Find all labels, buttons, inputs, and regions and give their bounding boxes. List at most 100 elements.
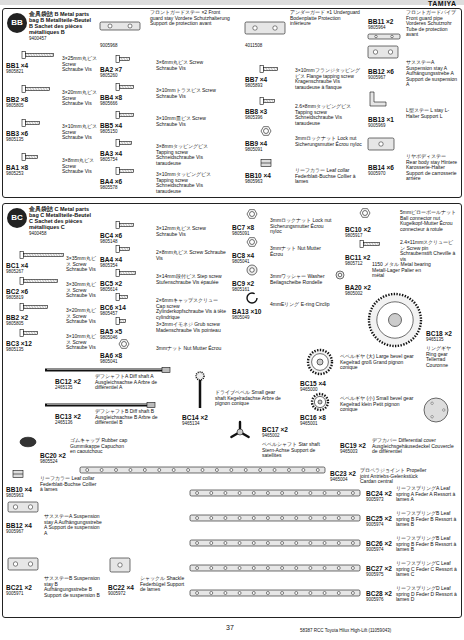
plate-hole — [309, 542, 312, 545]
page-number: 37 — [226, 624, 234, 631]
screw-drawing — [116, 270, 136, 277]
part-drawings — [8, 22, 448, 596]
part-code: BC26 ×2 — [366, 540, 392, 547]
plate-hole — [295, 542, 298, 545]
plate-hole — [351, 517, 354, 520]
nut-drawing — [247, 238, 257, 247]
plate-hole — [252, 592, 255, 595]
plate-hole — [351, 492, 354, 495]
screw-drawing — [22, 52, 54, 59]
part-number: 9005972 — [108, 592, 126, 597]
part-name: ゴムキャップ Rubber cap Gummikappe Capuchon en… — [70, 438, 130, 455]
part-name: 3×12mm丸ビス Screw Schraube Vis — [156, 226, 226, 237]
plate-hole — [210, 567, 213, 570]
l-stay-drawing — [370, 92, 386, 106]
plate-hole — [295, 567, 298, 570]
part-name: ベベルギヤ (大) Large bevel gear Kegelrad groß… — [340, 354, 418, 371]
part-number: 9805041 — [232, 260, 250, 265]
plate-hole — [309, 567, 312, 570]
part-number: 9805712 — [345, 262, 363, 267]
part-number: 9465000 — [300, 388, 318, 393]
part-name: 3×30mm丸ビス Screw Schraube Vis — [66, 282, 98, 299]
screw-drawing — [22, 120, 40, 127]
bag-code: BC — [7, 208, 27, 228]
part-name: 4mmEリング E-ring Circlip — [270, 302, 332, 308]
plate-hole — [129, 469, 132, 472]
part-code: BC4 ×6 — [100, 232, 122, 239]
plate-hole — [172, 469, 175, 472]
metal-plate-drawing — [368, 138, 394, 150]
part-code: BB5 ×4 — [100, 122, 122, 129]
plate-hole — [118, 563, 122, 567]
part-code: BB12 ×4 — [6, 522, 32, 529]
plate-hole — [187, 469, 190, 472]
plate-hole — [281, 517, 284, 520]
part-name: シャックル Shackle Federbügel Support de lame… — [140, 576, 185, 593]
part-number: 9005973 — [366, 498, 384, 503]
plate-hole — [252, 542, 255, 545]
part-number: 9805161 — [232, 288, 250, 293]
metal-plate-drawing — [368, 34, 400, 39]
plate-hole — [281, 492, 284, 495]
plate-hole — [28, 562, 32, 566]
metal-plate-drawing — [190, 540, 360, 546]
screw-drawing — [116, 222, 134, 229]
part-number: 9805457 — [100, 312, 118, 317]
plate-hole — [210, 592, 213, 595]
part-number: 9805917 — [345, 234, 363, 239]
plate-hole — [196, 567, 199, 570]
metal-plate-drawing — [190, 565, 360, 571]
part-code: BA20 ×2 — [345, 284, 371, 291]
screw-drawing — [20, 252, 64, 259]
part-code: BB1 ×4 — [6, 62, 28, 69]
plate-hole — [316, 469, 319, 472]
part-name: 3×10mmタッピングビス Tapping screw Schneidschra… — [156, 172, 224, 194]
part-code: BB9 ×4 — [245, 140, 267, 147]
plate-hole — [309, 592, 312, 595]
gear-drawing — [369, 294, 421, 346]
part-number: 2465135 — [55, 386, 73, 391]
part-name: プロペラジョイント Propeller joint Antriebs-Gelen… — [360, 468, 430, 485]
screw-drawing — [116, 168, 134, 175]
plate-hole — [309, 517, 312, 520]
part-code: BC17 ×2 — [262, 426, 288, 433]
part-number: 9805046 — [100, 336, 118, 341]
part-code: BB11 ×2 — [368, 18, 393, 25]
bag-heading: 金具袋詰 C Metal parts bag C Metallteile-Beu… — [29, 207, 93, 231]
part-number: 9805091 — [232, 232, 250, 237]
screw-drawing — [20, 304, 48, 311]
part-code: BB12 ×6 — [368, 68, 394, 75]
part-number: 9805805 — [6, 322, 24, 327]
part-number: 9805150 — [100, 130, 118, 135]
cover-hole — [443, 409, 445, 411]
part-number: 9465004 — [330, 478, 348, 483]
plate-hole — [295, 492, 298, 495]
shaft-drawing — [45, 403, 155, 408]
part-number: 9005974 — [366, 548, 384, 553]
part-code: BB3 ×6 — [6, 130, 28, 137]
part-name: デフカバー Differential cover Ausgleichsgehäu… — [372, 438, 458, 455]
plate-hole — [337, 542, 340, 545]
part-code: BC9 ×2 — [232, 280, 254, 287]
part-name: 3×25mm丸ビス Screw Schraube Vis — [62, 56, 98, 73]
top-band — [0, 0, 464, 5]
part-name: 3×10mm皿ビス Screw Schraube Vis — [156, 116, 224, 127]
part-number: 9005971 — [6, 592, 24, 597]
part-code: BC7 ×8 — [232, 224, 254, 231]
part-name: 3×10mmトラスビス Screw Schraube Vis — [156, 88, 224, 99]
part-code: BC6 ×14 — [100, 304, 126, 311]
part-code: BB10 ×4 — [245, 172, 271, 179]
part-number: 9805267 — [6, 270, 24, 275]
plate-hole — [266, 542, 269, 545]
plate-hole — [115, 469, 118, 472]
shaft-drawing — [45, 368, 170, 373]
plate-hole — [252, 492, 255, 495]
plate-hole — [323, 567, 326, 570]
metal-plate-drawing — [245, 22, 285, 34]
plate-hole — [295, 517, 298, 520]
plate-hole — [13, 505, 17, 509]
maker-logo: TAMIYA — [428, 0, 457, 7]
cover-hole — [431, 416, 433, 418]
part-code: BC5 ×2 — [100, 280, 122, 287]
part-name: リーフスプリングD Leaf spring D Feder D Ressort … — [396, 586, 458, 603]
